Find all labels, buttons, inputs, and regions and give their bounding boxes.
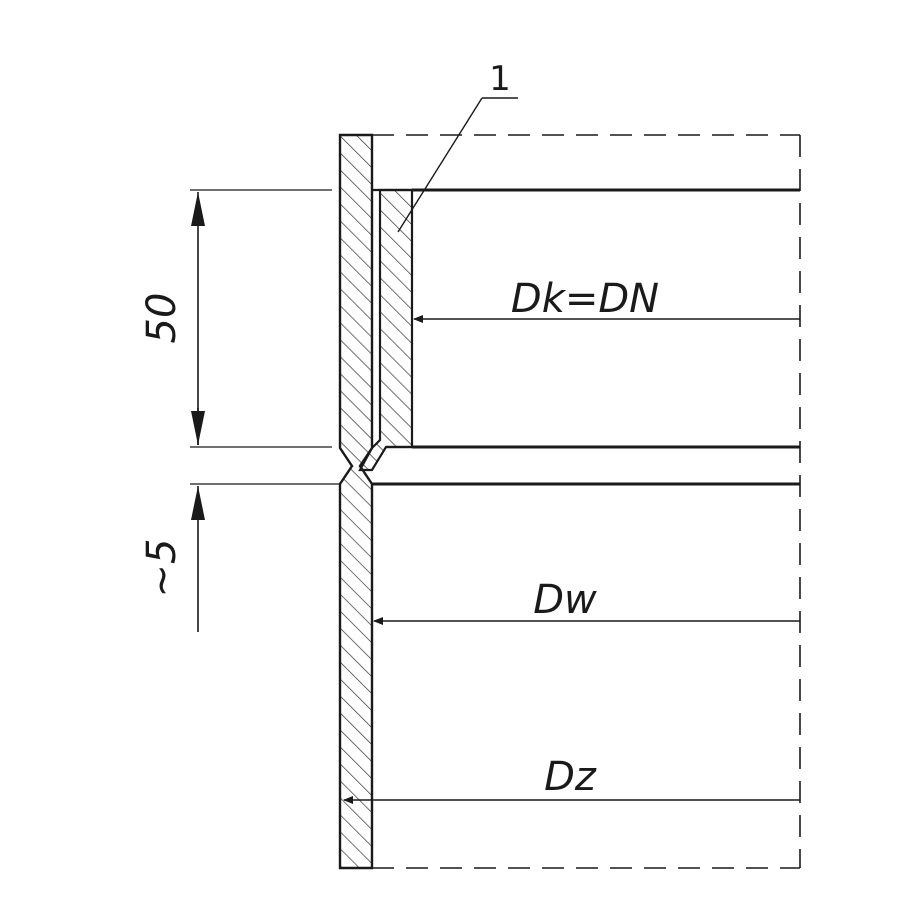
pipe-surface-lines [372, 188, 800, 486]
diameter-inner-label: Dw [533, 577, 597, 623]
diameter-outer-label: Dz [544, 754, 597, 800]
outer-pipe-wall [338, 133, 374, 870]
dimension-50-label: 50 [139, 293, 185, 344]
dimension-5 [191, 408, 205, 632]
socket-insert [358, 188, 414, 472]
part-number-label: 1 [489, 59, 511, 99]
dimension-5-label: ~5 [139, 539, 185, 598]
diameter-lines [343, 315, 800, 804]
dimension-50 [191, 192, 205, 445]
dashed-boundary [372, 134, 801, 869]
part-leader [397, 97, 518, 233]
diameter-socket-label: Dk=DN [511, 276, 659, 322]
extension-lines [190, 189, 340, 485]
